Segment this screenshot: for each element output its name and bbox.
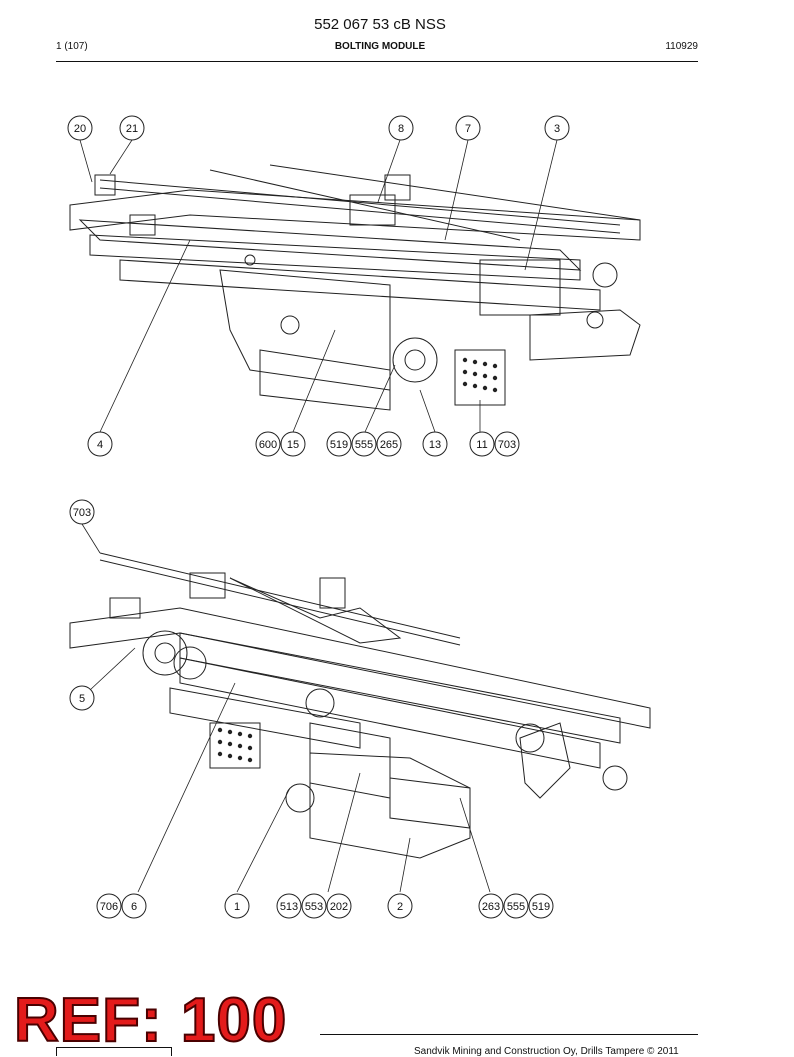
callout-label: 263 — [482, 901, 500, 913]
callout-label: 11 — [476, 439, 487, 451]
callout-label: 15 — [287, 439, 299, 451]
ref-stamp: REF: 100 — [13, 985, 288, 1056]
callout-label: 5 — [79, 693, 85, 705]
callout-5 — [69, 685, 95, 711]
callout-15 — [280, 431, 306, 457]
callout-703 — [494, 431, 520, 457]
callout-519 — [326, 431, 352, 457]
callout-label: 706 — [100, 901, 118, 913]
callout-706 — [96, 893, 122, 919]
callout-label: 703 — [73, 507, 91, 519]
callouts-upper: 20 21 8 7 3 4 600 15 519 555 265 13 11 7… — [67, 115, 570, 457]
callout-703 — [69, 499, 95, 525]
callouts-lower: 703 5 706 6 1 513 553 202 2 263 555 519 — [69, 499, 554, 919]
callout-label: 20 — [74, 123, 86, 135]
callout-7 — [455, 115, 481, 141]
footer-rule — [320, 1034, 698, 1035]
callout-label: 555 — [355, 439, 373, 451]
callout-label: 265 — [380, 439, 398, 451]
callout-20 — [67, 115, 93, 141]
callout-555 — [503, 893, 529, 919]
bolting-module-drawing-upper — [69, 139, 641, 433]
callout-label: 703 — [498, 439, 516, 451]
callout-label: 13 — [429, 439, 441, 451]
callout-555 — [351, 431, 377, 457]
callout-13 — [422, 431, 448, 457]
doc-date: 110929 — [665, 41, 698, 52]
callout-label: 6 — [131, 901, 137, 913]
callout-label: 513 — [280, 901, 298, 913]
callout-1 — [224, 893, 250, 919]
callout-label: 4 — [97, 439, 103, 451]
callout-label: 519 — [330, 439, 348, 451]
callout-6 — [121, 893, 147, 919]
module-title: BOLTING MODULE — [334, 41, 426, 52]
callout-513 — [276, 893, 302, 919]
callout-2 — [387, 893, 413, 919]
page-count: 1 (107) — [56, 41, 88, 52]
callout-519 — [528, 893, 554, 919]
callout-label: 8 — [398, 123, 404, 135]
callout-label: 600 — [259, 439, 277, 451]
bolting-module-drawing-lower — [69, 523, 651, 893]
callout-label: 1 — [234, 901, 240, 913]
callout-600 — [255, 431, 281, 457]
sandvik-logo-strip — [56, 1047, 172, 1056]
callout-label: 202 — [330, 901, 348, 913]
header-rule — [56, 61, 698, 62]
callout-label: 2 — [397, 901, 403, 913]
callout-3 — [544, 115, 570, 141]
footer-copyright: Sandvik Mining and Construction Oy, Dril… — [414, 1046, 679, 1057]
callout-265 — [376, 431, 402, 457]
doc-number: 552 067 53 cB NSS — [314, 16, 446, 33]
callout-4 — [87, 431, 113, 457]
callout-label: 21 — [126, 123, 138, 135]
callout-11 — [469, 431, 495, 457]
callout-label: 555 — [507, 901, 525, 913]
callout-202 — [326, 893, 352, 919]
callout-label: 3 — [554, 123, 560, 135]
callout-label: 553 — [305, 901, 323, 913]
callout-label: 7 — [465, 123, 471, 135]
callout-8 — [388, 115, 414, 141]
callout-21 — [119, 115, 145, 141]
callout-263 — [478, 893, 504, 919]
callout-label: 519 — [532, 901, 550, 913]
callout-553 — [301, 893, 327, 919]
